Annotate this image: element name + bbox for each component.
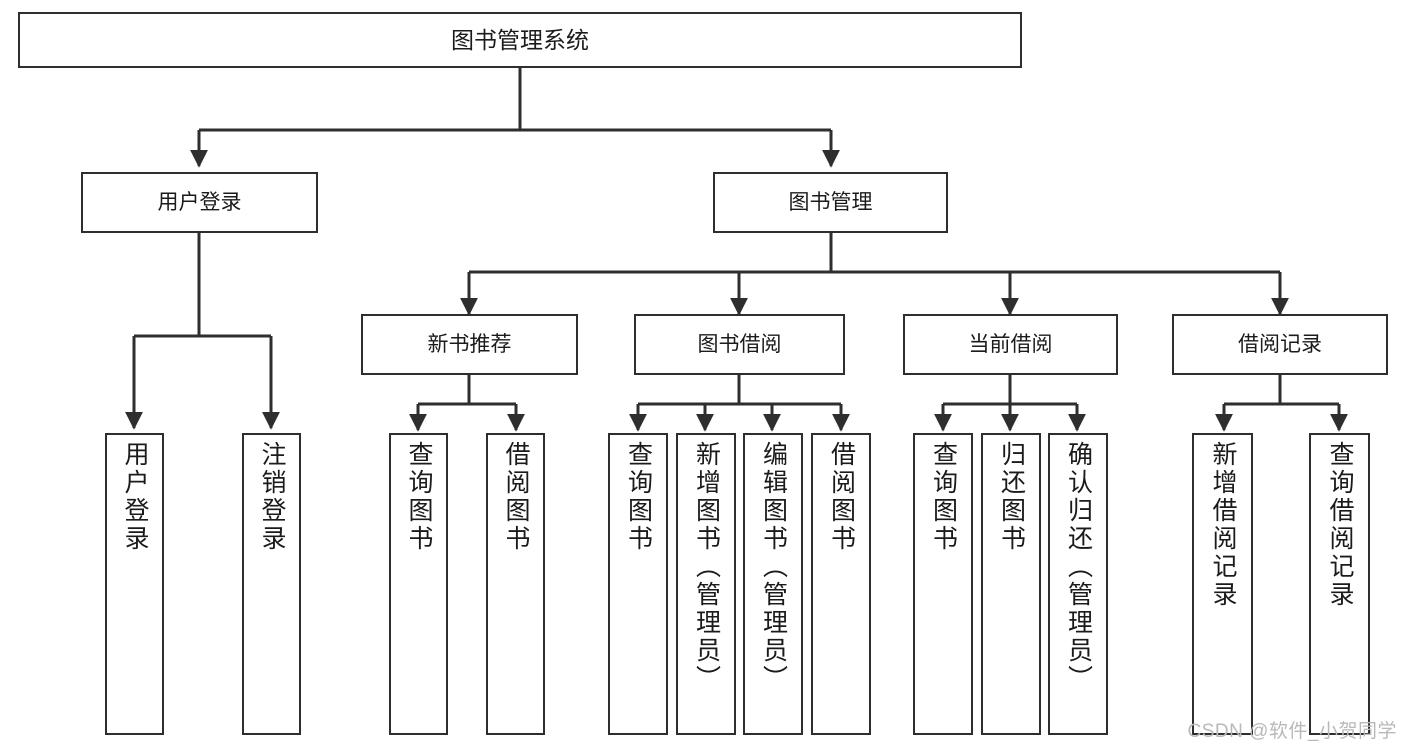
node-leaf-user-login[interactable]: 用户登录 xyxy=(105,433,164,735)
node-leaf-add-record-label: 新增借阅记录 xyxy=(1209,441,1237,609)
node-user-login[interactable]: 用户登录 xyxy=(81,172,318,233)
node-leaf-borrow-book-2-label: 借阅图书 xyxy=(827,441,856,553)
node-user-login-label: 用户登录 xyxy=(157,190,242,214)
node-leaf-edit-book[interactable]: 编辑图书（管理员） xyxy=(743,433,803,735)
node-leaf-user-login-label: 用户登录 xyxy=(121,441,149,553)
node-leaf-borrow-book-2[interactable]: 借阅图书 xyxy=(811,433,871,735)
node-book-borrow[interactable]: 图书借阅 xyxy=(634,314,845,375)
node-borrow-record[interactable]: 借阅记录 xyxy=(1172,314,1388,375)
node-book-manage-label: 图书管理 xyxy=(788,190,873,214)
node-leaf-query-book-1-label: 查询图书 xyxy=(405,441,433,553)
node-book-manage[interactable]: 图书管理 xyxy=(713,172,948,233)
node-leaf-return-book-label: 归还图书 xyxy=(997,441,1026,553)
node-leaf-confirm-return[interactable]: 确认归还（管理员） xyxy=(1048,433,1108,735)
node-current-borrow[interactable]: 当前借阅 xyxy=(903,314,1118,375)
watermark-text: CSDN @软件_小贺同学 xyxy=(1187,721,1397,742)
node-current-borrow-label: 当前借阅 xyxy=(968,332,1053,356)
node-leaf-query-record[interactable]: 查询借阅记录 xyxy=(1309,433,1370,735)
node-leaf-borrow-book-1[interactable]: 借阅图书 xyxy=(486,433,545,735)
node-leaf-add-book-label: 新增图书（管理员） xyxy=(692,441,721,693)
node-leaf-query-book-2[interactable]: 查询图书 xyxy=(608,433,668,735)
node-leaf-query-book-1[interactable]: 查询图书 xyxy=(389,433,448,735)
node-leaf-return-book[interactable]: 归还图书 xyxy=(981,433,1041,735)
node-root-label: 图书管理系统 xyxy=(451,26,589,53)
node-leaf-logout-login-label: 注销登录 xyxy=(258,441,286,553)
node-leaf-logout-login[interactable]: 注销登录 xyxy=(242,433,301,735)
node-borrow-record-label: 借阅记录 xyxy=(1238,332,1322,356)
node-leaf-add-book[interactable]: 新增图书（管理员） xyxy=(676,433,736,735)
node-leaf-add-record[interactable]: 新增借阅记录 xyxy=(1192,433,1253,735)
node-new-book-rec[interactable]: 新书推荐 xyxy=(361,314,578,375)
node-root[interactable]: 图书管理系统 xyxy=(18,12,1022,68)
node-leaf-borrow-book-1-label: 借阅图书 xyxy=(502,441,530,553)
node-leaf-query-book-3[interactable]: 查询图书 xyxy=(913,433,973,735)
node-leaf-edit-book-label: 编辑图书（管理员） xyxy=(759,441,788,693)
node-leaf-query-book-2-label: 查询图书 xyxy=(624,441,653,553)
node-book-borrow-label: 图书借阅 xyxy=(697,332,782,356)
node-new-book-rec-label: 新书推荐 xyxy=(427,332,512,356)
node-leaf-query-record-label: 查询借阅记录 xyxy=(1326,441,1354,609)
node-leaf-query-book-3-label: 查询图书 xyxy=(929,441,958,553)
node-leaf-confirm-return-label: 确认归还（管理员） xyxy=(1064,441,1093,693)
